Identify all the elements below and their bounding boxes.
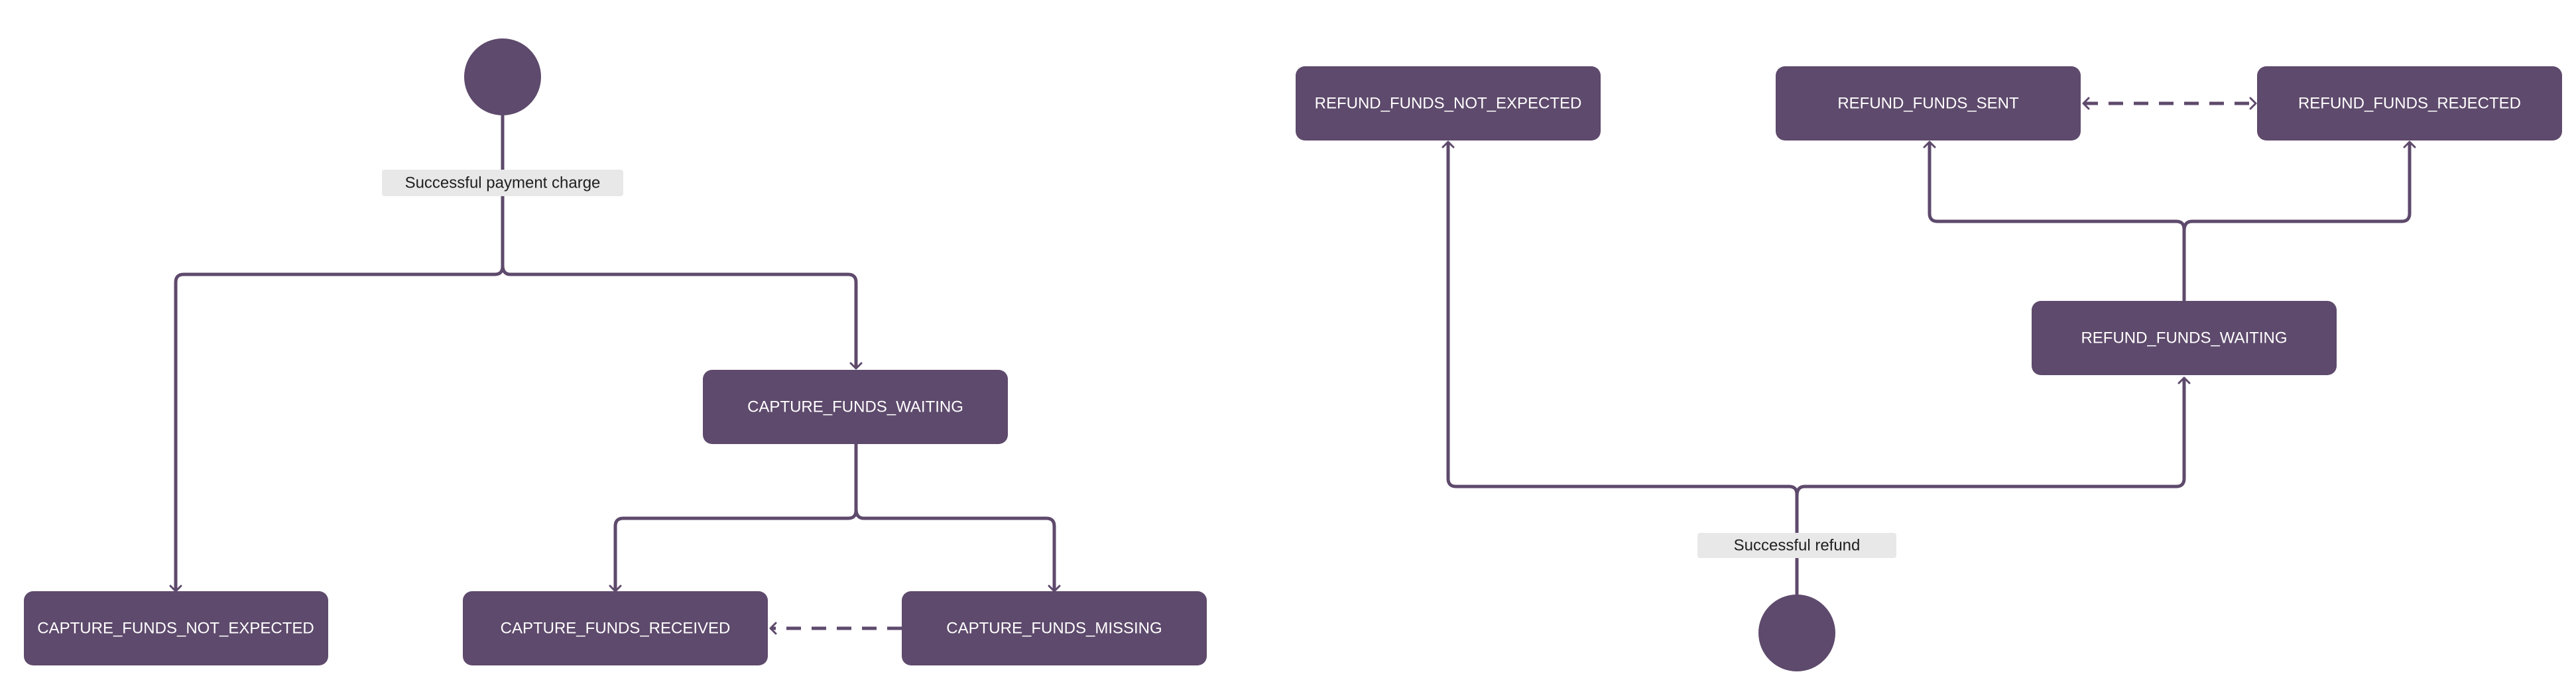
refund-start-node	[1758, 595, 1835, 671]
state-refund-waiting[interactable]: REFUND_FUNDS_WAITING	[2032, 301, 2337, 375]
state-capture-not-expected[interactable]: CAPTURE_FUNDS_NOT_EXPECTED	[24, 591, 328, 665]
state-refund-rejected[interactable]: REFUND_FUNDS_REJECTED	[2257, 66, 2562, 141]
edge-waiting-to-received	[609, 444, 858, 593]
state-label: CAPTURE_FUNDS_WAITING	[747, 398, 963, 416]
capture-flow: Successful payment charge CAPTURE_FUNDS_…	[24, 38, 1207, 665]
edge-start-to-capture-waiting	[501, 264, 863, 370]
state-label: REFUND_FUNDS_WAITING	[2081, 329, 2287, 347]
capture-start-label: Successful payment charge	[405, 174, 601, 192]
refund-flow: Successful refund REFUND_FUNDS_NOT_EXPEC…	[1296, 66, 2562, 671]
refund-start-label-bg	[1697, 533, 1896, 558]
state-label: REFUND_FUNDS_NOT_EXPECTED	[1315, 95, 1582, 113]
state-label: REFUND_FUNDS_SENT	[1837, 95, 2019, 113]
state-label: CAPTURE_FUNDS_MISSING	[946, 620, 1162, 638]
edge-refund-waiting-to-rejected	[2182, 141, 2416, 231]
state-label: CAPTURE_FUNDS_NOT_EXPECTED	[37, 620, 314, 638]
capture-start-label-bg	[382, 170, 623, 196]
state-capture-missing[interactable]: CAPTURE_FUNDS_MISSING	[902, 591, 1207, 665]
edge-refund-waiting-to-sent	[1923, 141, 2186, 301]
capture-start-node	[464, 38, 541, 115]
state-capture-waiting[interactable]: CAPTURE_FUNDS_WAITING	[703, 370, 1008, 444]
refund-start-label: Successful refund	[1734, 537, 1861, 555]
edge-refund-start-to-not-expected	[1441, 141, 1799, 595]
state-label: REFUND_FUNDS_REJECTED	[2298, 95, 2521, 113]
state-capture-received[interactable]: CAPTURE_FUNDS_RECEIVED	[463, 591, 768, 665]
edge-waiting-to-missing	[854, 508, 1061, 593]
state-label: CAPTURE_FUNDS_RECEIVED	[501, 620, 731, 638]
edge-refund-start-to-waiting	[1795, 376, 2191, 496]
state-refund-not-expected[interactable]: REFUND_FUNDS_NOT_EXPECTED	[1296, 66, 1601, 141]
state-refund-sent[interactable]: REFUND_FUNDS_SENT	[1776, 66, 2081, 141]
